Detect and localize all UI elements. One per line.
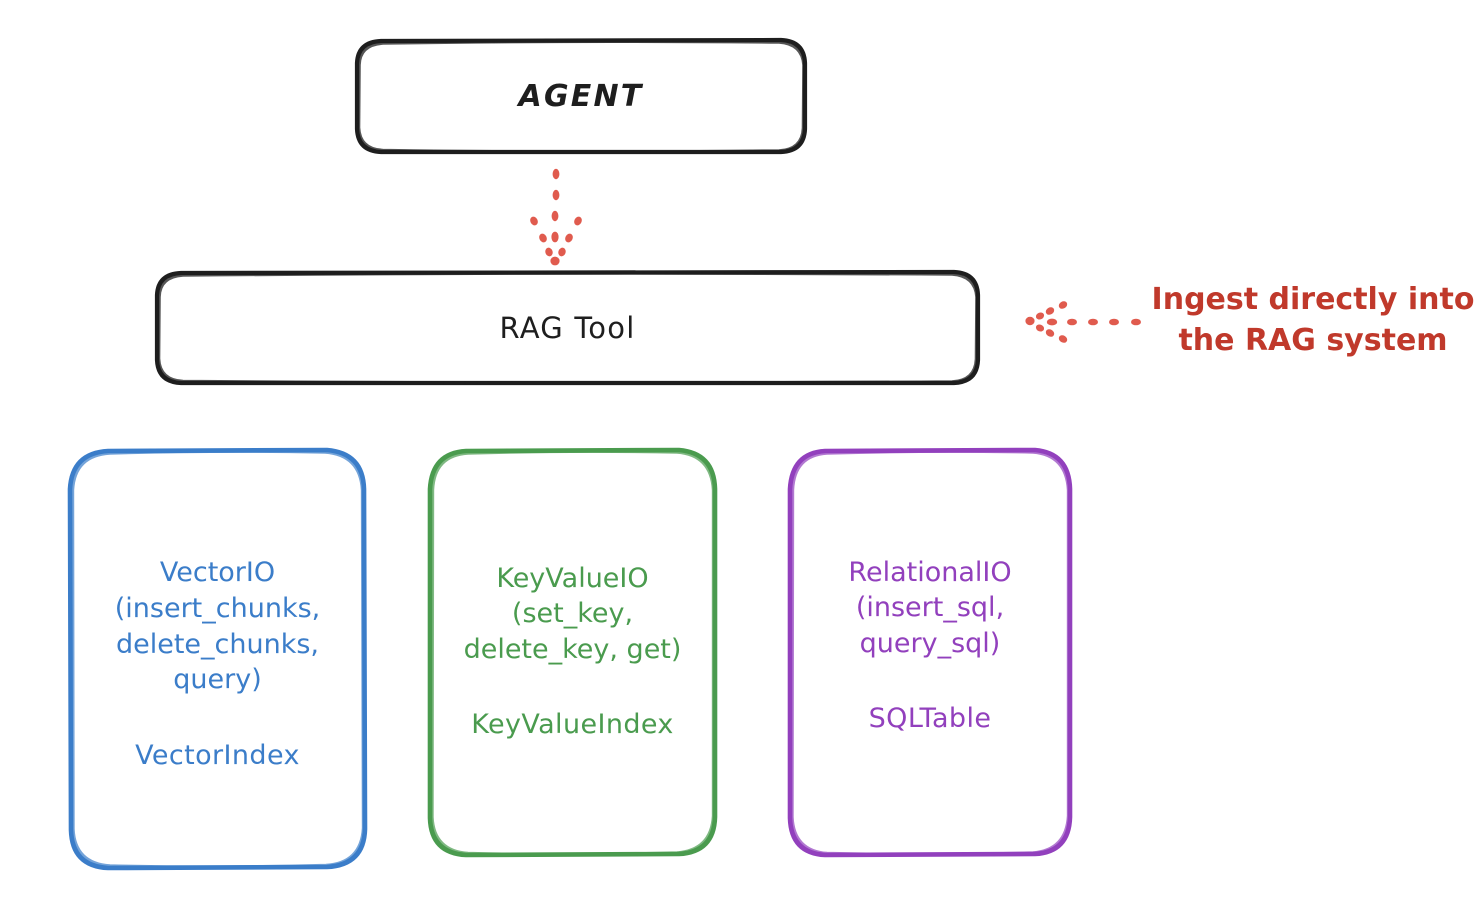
agent-node-label: AGENT — [518, 78, 644, 114]
rag-tool-node[interactable]: RAG Tool — [157, 272, 978, 383]
relationalio-box-outline — [787, 447, 1073, 858]
rag-tool-node-label: RAG Tool — [499, 310, 636, 345]
vectorio-index-label: VectorIndex — [135, 739, 300, 771]
keyvalueio-box-outline — [427, 447, 718, 858]
keyvalueio-index-label: KeyValueIndex — [471, 709, 674, 741]
ingest-annotation-text: Ingest directly into the RAG system — [1151, 282, 1475, 359]
keyvalueio-node[interactable]: KeyValueIO (set_key, delete_key, get) Ke… — [430, 450, 715, 855]
relationalio-index-label: SQLTable — [868, 703, 992, 735]
keyvalueio-api-label: KeyValueIO (set_key, delete_key, get) — [463, 562, 682, 665]
vectorio-content: VectorIO (insert_chunks, delete_chunks, … — [80, 555, 355, 771]
relationalio-node[interactable]: RelationalIO (insert_sql, query_sql) SQL… — [790, 450, 1070, 855]
vectorio-box-outline — [67, 447, 368, 871]
agent-to-rag-dotted-arrow — [530, 168, 582, 266]
agent-node[interactable]: AGENT — [357, 40, 805, 152]
relationalio-api-label: RelationalIO (insert_sql, query_sql) — [848, 556, 1012, 659]
vectorio-node[interactable]: VectorIO (insert_chunks, delete_chunks, … — [70, 450, 365, 868]
keyvalueio-content: KeyValueIO (set_key, delete_key, get) Ke… — [440, 561, 705, 741]
agent-box-outline — [354, 37, 808, 155]
ingest-to-rag-dotted-arrow — [1025, 301, 1141, 343]
vectorio-api-label: VectorIO (insert_chunks, delete_chunks, … — [114, 557, 321, 696]
relationalio-content: RelationalIO (insert_sql, query_sql) SQL… — [800, 555, 1060, 735]
rag-tool-box-outline — [154, 269, 981, 386]
